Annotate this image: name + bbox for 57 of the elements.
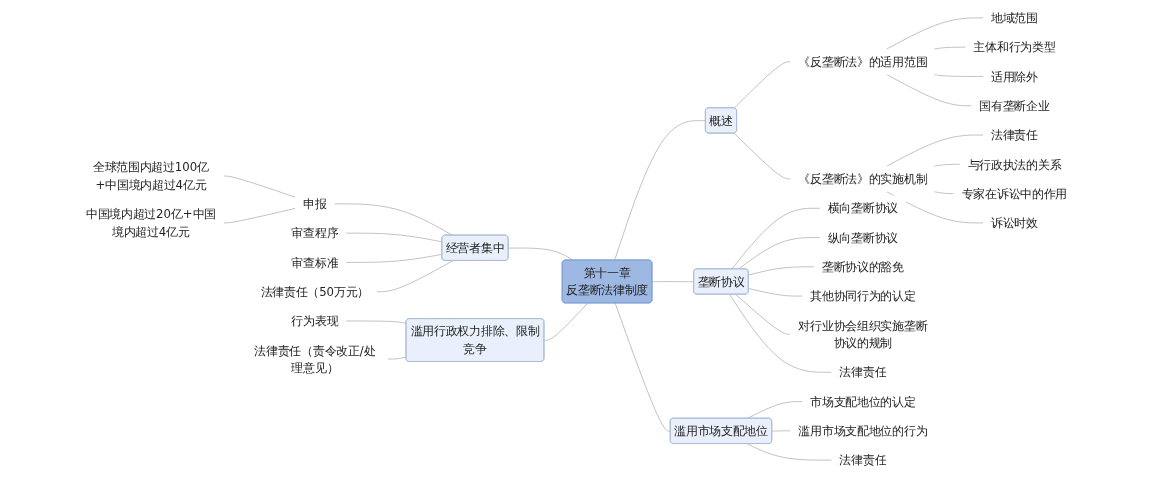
connector [334, 203, 454, 236]
connector [771, 430, 791, 432]
connector [614, 120, 707, 261]
node-text: 与行政执法的关系 [967, 157, 1062, 172]
node-text: 垄断协议的豁免 [821, 259, 904, 274]
node-text: 法律责任（50万元） [260, 284, 370, 299]
node-text: 《反垄断法》的实施机制 [798, 172, 928, 186]
node-text: 主体和行为类型 [973, 40, 1056, 55]
connector [933, 163, 961, 167]
connector [886, 191, 984, 224]
connector [886, 17, 984, 50]
node-text: 地域范围 [991, 11, 1038, 25]
connector [735, 294, 791, 335]
connector [651, 281, 695, 283]
connector [933, 74, 984, 77]
connector [933, 191, 955, 194]
connector [614, 302, 671, 432]
node-text: 审查程序 [291, 226, 339, 240]
node-text: 《反垄断法》的适用范围 [798, 54, 928, 69]
node-text: 行为表现 [291, 314, 339, 328]
node-text: 横向垄断协议 [827, 201, 898, 216]
node-text: 中国境内超过20亿+中国境内超过4亿元 [85, 207, 216, 239]
node-text: 对行业协会组织实施垄断协议的规制 [798, 318, 928, 350]
connector [729, 294, 832, 373]
connector [886, 134, 984, 167]
connector [345, 253, 443, 263]
node-text: 其他协同行为的认定 [810, 289, 916, 303]
node-text: 适用除外 [991, 69, 1038, 84]
connector [733, 61, 791, 109]
connector [223, 208, 296, 224]
node-text: 滥用市场支配地位的行为 [798, 423, 928, 438]
connector [746, 443, 832, 461]
node-text: 法律责任（责令改正/处理意见） [254, 343, 376, 375]
connector [387, 356, 407, 360]
connector [345, 320, 407, 324]
connector [733, 132, 791, 180]
connector [933, 46, 967, 50]
connector [886, 74, 972, 107]
connector [543, 302, 588, 341]
node-text: 法律责任 [839, 365, 887, 380]
connector [748, 288, 803, 297]
connector [376, 260, 454, 293]
node-text: 专家在诉讼中的作用 [961, 186, 1068, 201]
connector [223, 175, 296, 198]
node-text: 纵向垄断协议 [827, 230, 898, 245]
node-text: 申报 [303, 197, 327, 211]
node-text: 法律责任 [839, 453, 887, 467]
connector [748, 266, 815, 276]
node-text: 审查标准 [291, 255, 339, 270]
connector [345, 232, 443, 243]
node-text: 市场支配地位的认定 [810, 394, 916, 409]
connector [738, 237, 821, 270]
node-text: 诉讼时效 [991, 216, 1038, 230]
node-text: 国有垄断企业 [979, 98, 1050, 113]
node-text: 全球范围内超过100亿+中国境内超过4亿元 [92, 160, 209, 192]
connector [731, 207, 821, 270]
node-text: 法律责任 [991, 128, 1038, 142]
